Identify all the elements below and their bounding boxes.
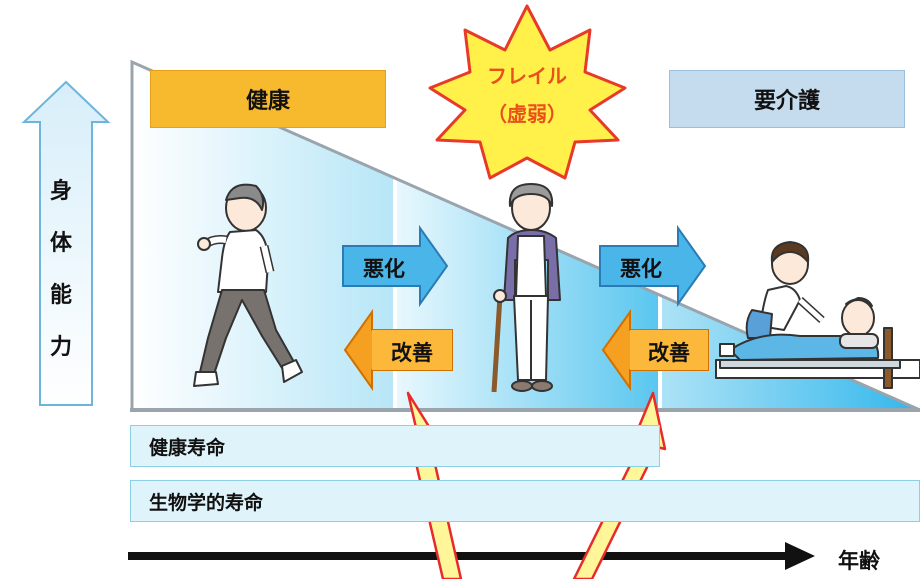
improve-arrow-1 (343, 308, 453, 392)
worsen-arrow-1 (342, 224, 449, 308)
healthy-lifespan-bar: 健康寿命 (130, 425, 660, 467)
improve-arrow-2 (601, 308, 709, 392)
age-axis-label: 年齢 (838, 549, 880, 573)
physical-ability-arrow (21, 80, 111, 406)
frailty-label-line2: （虚弱） (487, 102, 567, 126)
improve-label-2: 改善 (648, 341, 690, 365)
physical-ability-char-4: 力 (49, 335, 72, 360)
healthy-stage-box: 健康 (150, 70, 386, 128)
frailty-star (428, 4, 627, 180)
biological-lifespan-bar: 生物学的寿命 (130, 480, 920, 522)
worsen-label-1: 悪化 (363, 257, 405, 281)
frailty-label-line1: フレイル (487, 64, 567, 88)
age-axis-arrow (128, 542, 815, 570)
care-illustration (715, 241, 920, 389)
physical-ability-char-1: 身 (49, 179, 72, 204)
physical-ability-label: 身 体 能 力 (34, 166, 88, 374)
physical-ability-char-2: 体 (49, 231, 72, 256)
worsen-arrow-2 (599, 224, 707, 308)
physical-ability-char-3: 能 (49, 283, 72, 308)
walking-person-illustration (193, 183, 303, 387)
frail-elderly-illustration (491, 183, 561, 393)
worsen-label-2: 悪化 (620, 257, 662, 281)
improve-label-1: 改善 (391, 341, 433, 365)
care-stage-box: 要介護 (669, 70, 905, 128)
